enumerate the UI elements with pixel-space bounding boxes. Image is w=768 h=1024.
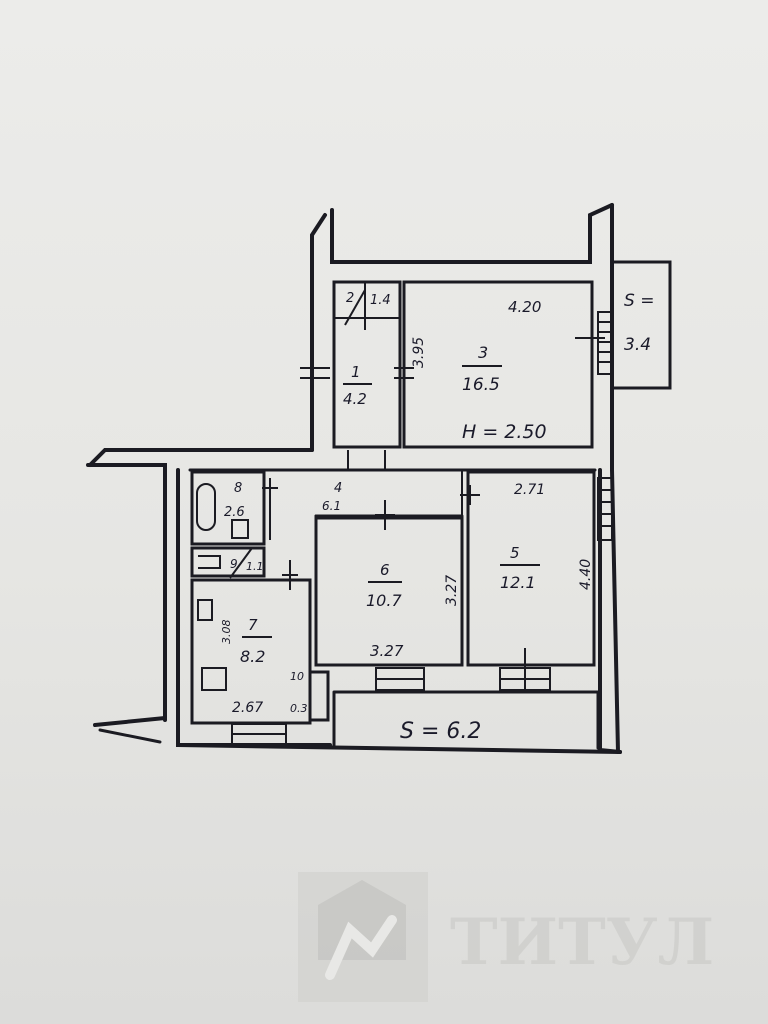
room-5-width: 2.71 xyxy=(514,482,545,498)
room-9-label: 9 xyxy=(230,557,238,571)
balcony-large xyxy=(332,690,600,750)
room-6-depth: 3.27 xyxy=(444,575,460,606)
balcony-small xyxy=(612,260,672,390)
room-7-number: 7 xyxy=(248,616,258,634)
labels: 2 1.4 1 4.2 4.20 3.95 3 16.5 H = 2.50 S … xyxy=(220,291,654,744)
room-2-number: 2 xyxy=(346,291,354,306)
room-1-number: 1 xyxy=(351,363,361,381)
balcony-small-value: 3.4 xyxy=(624,335,651,355)
room-3-depth: 3.95 xyxy=(411,337,427,368)
upper-rooms xyxy=(300,280,613,470)
watermark-text: ТИТУЛ xyxy=(450,905,714,980)
room-5-area: 12.1 xyxy=(500,573,536,592)
balcony-large-label: S = 6.2 xyxy=(400,719,481,744)
room-7-width: 2.67 xyxy=(232,700,263,716)
room-6-area: 10.7 xyxy=(366,591,402,610)
room-5-depth: 4.40 xyxy=(578,559,594,590)
room-3-area: 16.5 xyxy=(462,375,500,395)
outer-walls xyxy=(86,203,622,754)
room-6-number: 6 xyxy=(380,561,390,579)
room-4-number: 4 xyxy=(334,481,342,496)
room-8-number: 8 xyxy=(234,481,242,496)
room-2-area: 1.4 xyxy=(370,293,391,308)
room-7-area: 8.2 xyxy=(240,647,265,666)
room-4-area: 6.1 xyxy=(322,499,341,513)
balcony-small-label: S = xyxy=(624,291,654,311)
room-10-number: 10 xyxy=(290,670,304,683)
room-3-number: 3 xyxy=(478,343,488,362)
room-10-area: 0.3 xyxy=(290,702,308,715)
room-7-depth: 3.08 xyxy=(220,620,233,645)
room-3-width: 4.20 xyxy=(508,298,541,316)
lower-rooms xyxy=(188,468,613,745)
room-5-number: 5 xyxy=(510,544,520,562)
room-9-area: 1.1 xyxy=(246,560,264,573)
room-8-area: 2.6 xyxy=(224,505,245,520)
room-6-width: 3.27 xyxy=(370,642,404,660)
room-1-area: 4.2 xyxy=(343,390,367,408)
watermark: ТИТУЛ xyxy=(298,872,714,1002)
ceiling-height: H = 2.50 xyxy=(462,421,547,443)
